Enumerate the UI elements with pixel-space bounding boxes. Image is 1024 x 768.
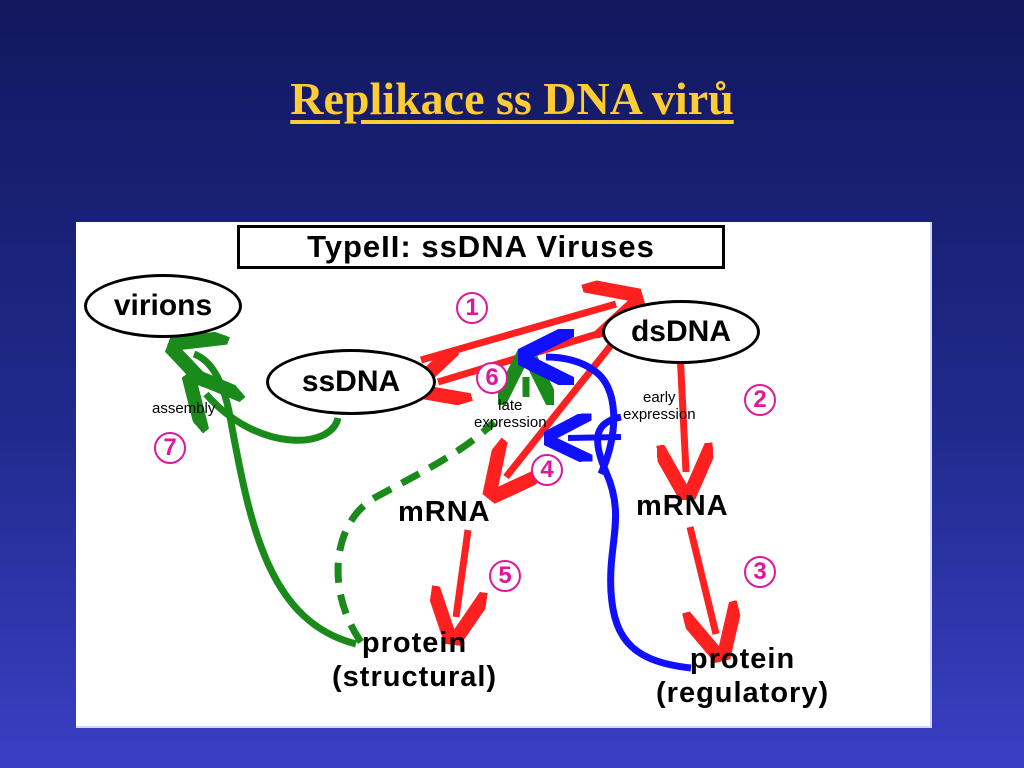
step-2-marker: 2 xyxy=(744,384,776,416)
arrow-dsdna-to-mrna-late xyxy=(506,341,615,477)
step-7-marker: 7 xyxy=(154,432,186,464)
diagram-arrows xyxy=(76,222,930,672)
arrow-mrna-early-to-protein xyxy=(690,526,716,634)
arrow-mrna-late-to-protein xyxy=(456,529,468,617)
label-late-expression: late expression xyxy=(474,397,547,431)
node-mrna-early: mRNA xyxy=(636,490,729,522)
arrow-structural-feedback xyxy=(334,419,497,645)
step-6-marker: 6 xyxy=(476,362,508,394)
node-mrna-late: mRNA xyxy=(398,496,491,528)
label-early-expression: early expression xyxy=(623,389,696,423)
node-protein-regulatory: protein (regulatory) xyxy=(656,643,830,709)
node-dsdna: dsDNA xyxy=(602,300,760,364)
diagram-title: TypeII: ssDNA Viruses xyxy=(237,225,725,269)
node-protein-structural: protein (structural) xyxy=(332,627,498,693)
slide-title: Replikace ss DNA virů xyxy=(290,73,734,124)
node-virions: virions xyxy=(84,274,242,338)
step-1-marker: 1 xyxy=(456,292,488,324)
arrow-ssdna-to-virions xyxy=(206,394,342,444)
step-5-marker: 5 xyxy=(489,560,521,592)
step-4-marker: 4 xyxy=(531,454,563,486)
arrow-blue-to-late xyxy=(568,437,622,438)
step-3-marker: 3 xyxy=(744,556,776,588)
label-assembly: assembly xyxy=(152,400,216,417)
diagram-panel: TypeII: ssDNA Viruses virions ssDNA dsDN… xyxy=(76,222,932,728)
node-ssdna: ssDNA xyxy=(266,349,436,415)
arrow-ssdna-to-dsdna xyxy=(420,304,616,364)
arrow-dsdna-to-mrna-early xyxy=(680,351,686,472)
arrow-dsdna-to-ssdna xyxy=(438,328,606,382)
